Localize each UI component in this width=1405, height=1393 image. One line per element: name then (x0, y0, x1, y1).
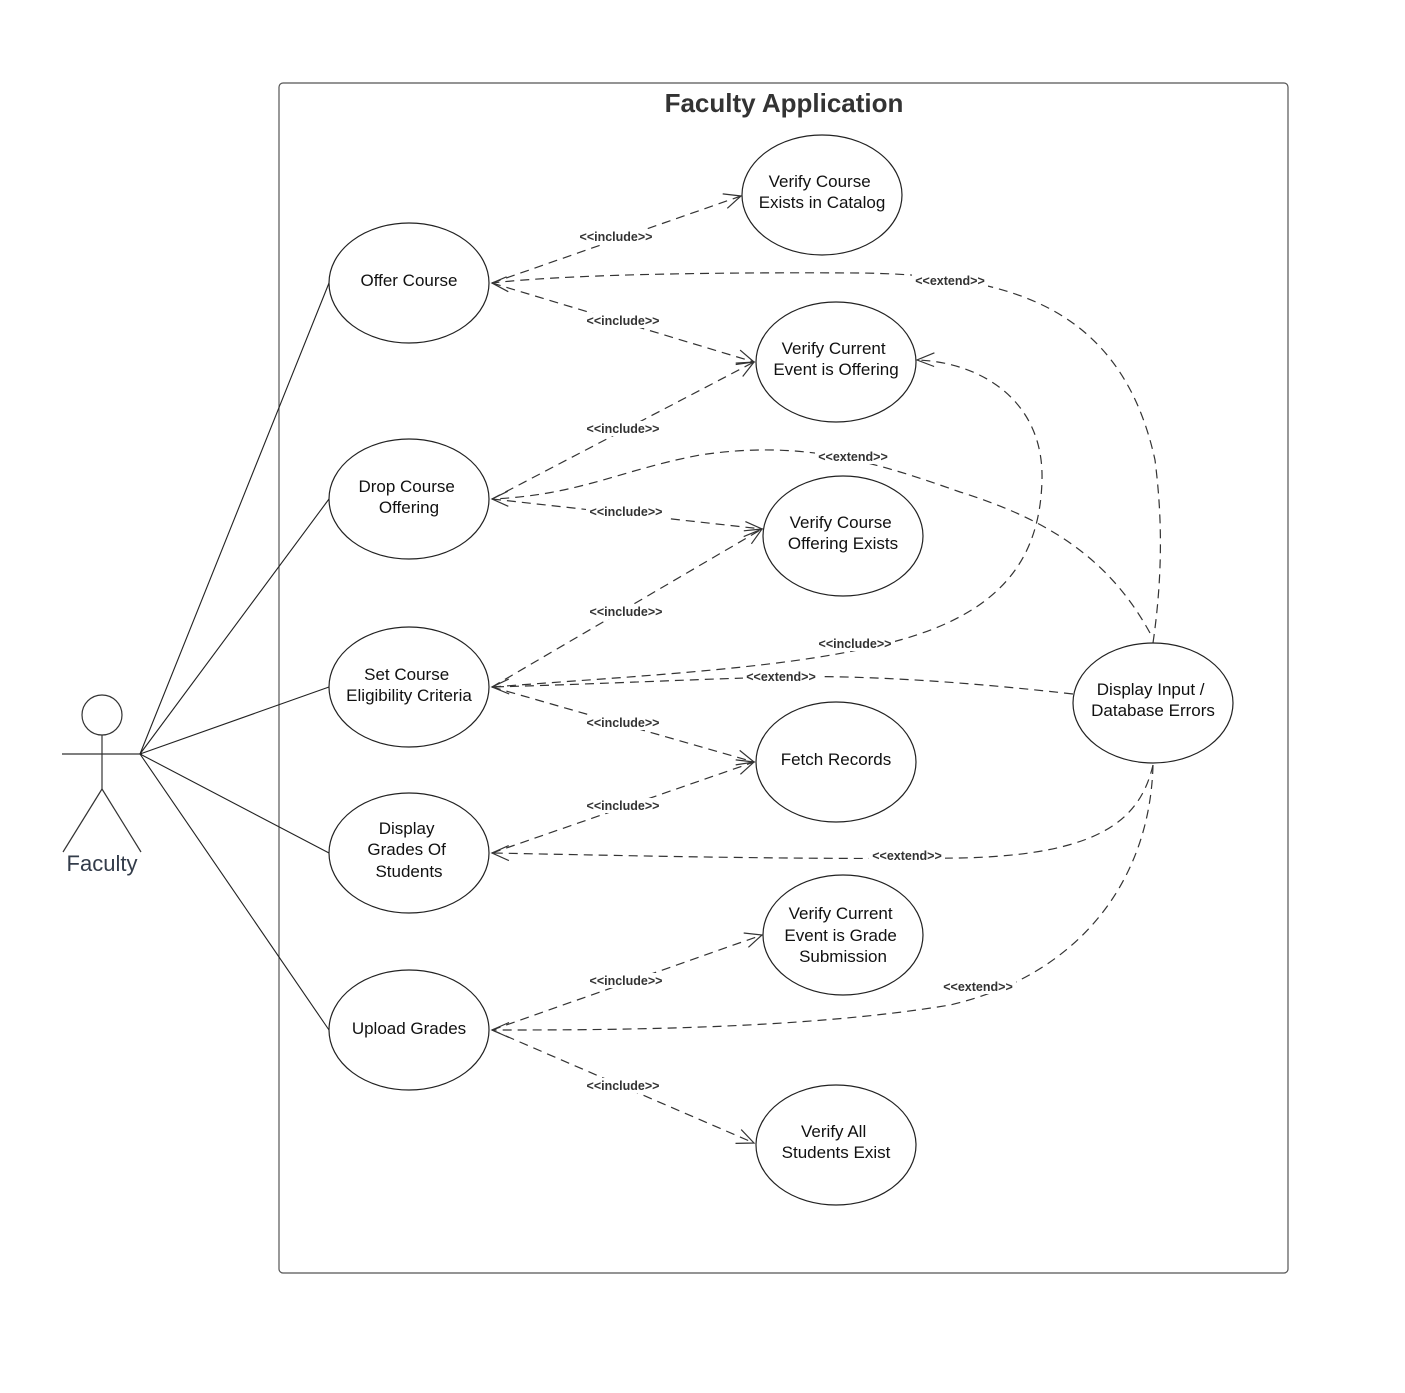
extend-label: <<extend>> (818, 450, 888, 464)
actor-left-leg (62, 788, 103, 853)
arrowhead (722, 193, 743, 209)
use-case-upload-grades[interactable]: Upload Grades (328, 969, 490, 1091)
include-label: <<include>> (587, 314, 660, 328)
association-set-course-eligibility (139, 686, 330, 755)
use-case-drop-course-offering[interactable]: Drop Course Offering (328, 438, 490, 560)
arrowhead (735, 361, 756, 377)
use-case-ellipse (755, 1084, 917, 1206)
include-label: <<include>> (587, 1079, 660, 1093)
include-label: <<include>> (819, 637, 892, 651)
use-case-label: Set Course Eligibility Criteria (346, 665, 472, 705)
extend-errors-to-upload (491, 764, 1154, 1031)
label-extend-eligibility: <<extend>> (743, 669, 819, 684)
include-label: <<include>> (587, 422, 660, 436)
use-case-ellipse (328, 792, 490, 914)
label-include-elig-exists: <<include>> (586, 604, 666, 619)
include-label: <<include>> (590, 974, 663, 988)
use-case-ellipse (755, 701, 917, 823)
arrowhead (743, 932, 764, 948)
use-case-label: Verify All Students Exist (782, 1122, 891, 1162)
arrowhead (915, 352, 935, 368)
use-case-label: Upload Grades (352, 1019, 466, 1038)
label-extend-grades: <<extend>> (869, 848, 945, 863)
arrowhead (490, 1021, 510, 1039)
extend-errors-to-offer (491, 272, 1161, 644)
arrowhead (490, 678, 510, 695)
use-case-ellipse (328, 969, 490, 1091)
use-case-label: Verify Current Event is Offering (773, 339, 898, 379)
extend-label: <<extend>> (746, 670, 816, 684)
use-case-ellipse (328, 626, 490, 748)
label-include-upload-students: <<include>> (583, 1078, 663, 1093)
label-include-offer-catalog: <<include>> (576, 229, 656, 244)
label-include-elig-fetch: <<include>> (583, 715, 663, 730)
use-case-verify-event-grade[interactable]: Verify Current Event is Grade Submission (762, 874, 924, 996)
use-case-label: Display Grades Of Students (367, 819, 450, 881)
associations (139, 282, 330, 1031)
label-include-elig-event: <<include>> (815, 636, 895, 651)
arrowhead (490, 845, 510, 862)
arrowhead (743, 528, 764, 545)
include-label: <<include>> (590, 505, 663, 519)
actor-label: Faculty (67, 851, 138, 876)
label-include-grades-fetch: <<include>> (583, 798, 663, 813)
use-case-label: Drop Course Offering (358, 477, 459, 517)
use-case-ellipse (741, 134, 903, 256)
use-case-verify-students-exist[interactable]: Verify All Students Exist (755, 1084, 917, 1206)
include-label: <<include>> (587, 799, 660, 813)
arrowhead (735, 1129, 756, 1144)
use-case-label: Verify Course Exists in Catalog (759, 172, 886, 212)
extend-label: <<extend>> (943, 980, 1013, 994)
label-extend-upload: <<extend>> (940, 979, 1016, 994)
use-case-label: Verify Course Offering Exists (788, 513, 898, 553)
use-case-label: Display Input / Database Errors (1091, 680, 1215, 720)
system-title: Faculty Application (665, 88, 904, 118)
use-case-ellipse (762, 874, 924, 996)
use-case-verify-offering-exists[interactable]: Verify Course Offering Exists (762, 475, 924, 597)
association-drop-course-offering (139, 498, 330, 755)
label-include-offer-event: <<include>> (583, 313, 663, 328)
use-case-ellipse (762, 475, 924, 597)
extend-label: <<extend>> (915, 274, 985, 288)
include-label: <<include>> (587, 716, 660, 730)
use-case-ellipse (1072, 642, 1234, 764)
use-case-set-course-eligibility[interactable]: Set Course Eligibility Criteria (328, 626, 490, 748)
arrowhead (490, 276, 509, 293)
use-case-offer-course[interactable]: Offer Course (328, 222, 490, 344)
use-case-ellipse (328, 438, 490, 560)
actor-head (81, 694, 123, 736)
extend-label: <<extend>> (872, 849, 942, 863)
use-case-verify-course-catalog[interactable]: Verify Course Exists in Catalog (741, 134, 903, 256)
include-label: <<include>> (590, 605, 663, 619)
association-offer-course (139, 282, 330, 755)
include-eligibility-to-event-offering (491, 359, 1043, 688)
use-case-ellipse (755, 301, 917, 423)
include-label: <<include>> (580, 230, 653, 244)
association-upload-grades (139, 753, 330, 1031)
label-extend-offer: <<extend>> (912, 273, 988, 288)
use-case-fetch-records[interactable]: Fetch Records (755, 701, 917, 823)
arrowhead (735, 759, 756, 775)
use-case-label: Verify Current Event is Grade Submission (784, 904, 901, 966)
use-case-label: Fetch Records (781, 750, 892, 769)
use-case-label: Offer Course (360, 271, 457, 290)
label-include-drop-event: <<include>> (583, 421, 663, 436)
association-display-grades (139, 753, 330, 854)
arrowhead (490, 490, 509, 507)
actor-right-leg (101, 788, 142, 853)
use-case-display-errors[interactable]: Display Input / Database Errors (1072, 642, 1234, 764)
stereotype-labels: <<include>> <<include>> <<include>> <<in… (576, 229, 1016, 1093)
label-include-drop-exists: <<include>> (586, 504, 666, 519)
use-case-display-grades[interactable]: Display Grades Of Students (328, 792, 490, 914)
faculty-actor[interactable]: Faculty (62, 694, 142, 876)
label-extend-drop: <<extend>> (815, 449, 891, 464)
use-case-verify-event-offering[interactable]: Verify Current Event is Offering (755, 301, 917, 423)
use-case-ellipse (328, 222, 490, 344)
include-drop-to-event-offering (491, 361, 755, 500)
label-include-upload-grade-event: <<include>> (586, 973, 666, 988)
